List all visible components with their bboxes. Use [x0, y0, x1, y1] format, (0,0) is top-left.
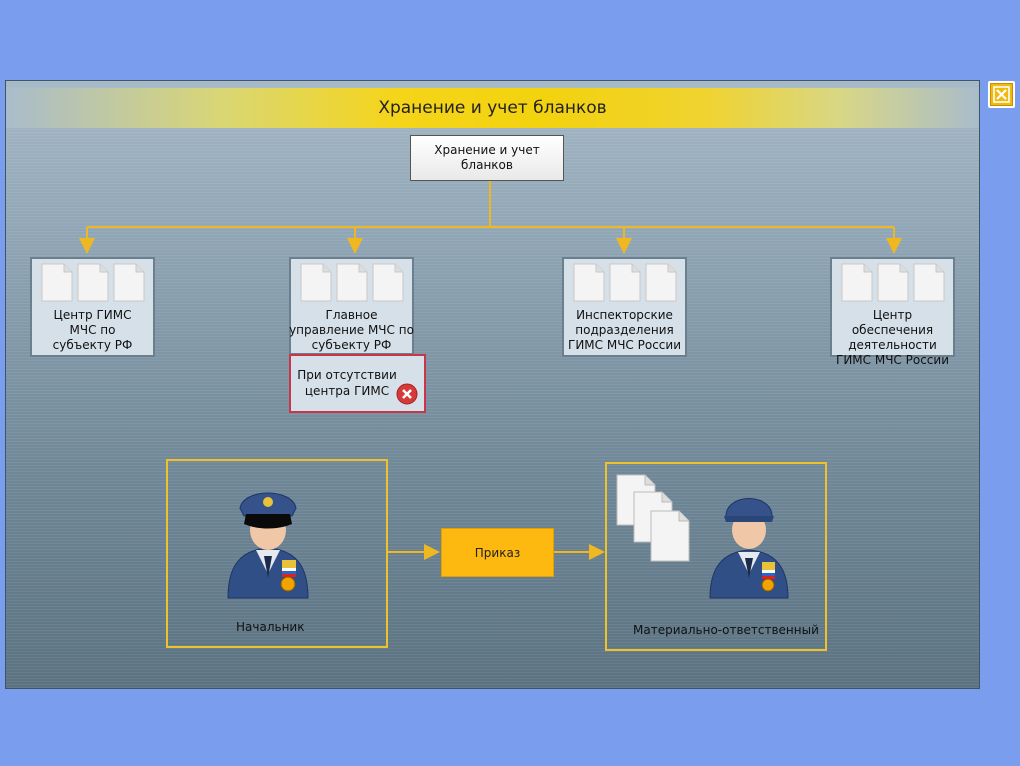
- root-node: Хранение и учет бланков: [410, 135, 564, 181]
- document-icon: [573, 263, 605, 302]
- org-node-center-gims: Центр ГИМС МЧС по субъекту РФ: [30, 257, 155, 357]
- title-bar: Хранение и учет бланков: [6, 88, 979, 128]
- document-icon: [300, 263, 332, 302]
- officer-icon: [709, 498, 789, 599]
- org-node-support-center: Центр обеспечения деятельности ГИМС МЧС …: [830, 257, 955, 367]
- document-icon: [113, 263, 145, 302]
- error-icon: [396, 383, 418, 405]
- document-stack: [41, 263, 145, 302]
- document-icon: [336, 263, 368, 302]
- document-stack: [841, 263, 945, 302]
- document-icon: [609, 263, 641, 302]
- org-label: Главное управление МЧС по субъекту РФ: [289, 308, 414, 352]
- document-icon: [372, 263, 404, 302]
- org-label: Центр обеспечения деятельности ГИМС МЧС …: [836, 308, 949, 367]
- warning-note: При отсутствии центра ГИМС: [289, 354, 426, 413]
- close-icon: [993, 86, 1010, 103]
- org-label: Центр ГИМС МЧС по субъекту РФ: [52, 308, 133, 352]
- officer-icon: [227, 492, 309, 599]
- document-icon: [77, 263, 109, 302]
- document-stack: [573, 263, 677, 302]
- org-node-inspection: Инспекторские подразделения ГИМС МЧС Рос…: [562, 257, 687, 357]
- diagram-panel: Хранение и учет бланков: [5, 80, 980, 689]
- responsible-label: Материально-ответственный: [633, 623, 819, 637]
- document-icon: [41, 263, 73, 302]
- document-icon: [645, 263, 677, 302]
- document-icon: [877, 263, 909, 302]
- responsible-frame: [605, 462, 827, 651]
- root-label: Хранение и учет бланков: [434, 143, 540, 172]
- document-icon: [841, 263, 873, 302]
- document-icon: [913, 263, 945, 302]
- close-button[interactable]: [988, 81, 1015, 108]
- org-label: Инспекторские подразделения ГИМС МЧС Рос…: [568, 308, 681, 352]
- document-stack: [300, 263, 404, 302]
- document-icon: [650, 510, 690, 562]
- order-label: Приказ: [474, 545, 521, 560]
- boss-label: Начальник: [236, 620, 305, 634]
- boss-frame: [166, 459, 388, 648]
- page-title: Хранение и учет бланков: [378, 98, 607, 118]
- order-node: Приказ: [441, 528, 554, 577]
- org-node-main-directorate: Главное управление МЧС по субъекту РФ: [289, 257, 414, 355]
- warning-label: При отсутствии центра ГИМС: [297, 368, 397, 398]
